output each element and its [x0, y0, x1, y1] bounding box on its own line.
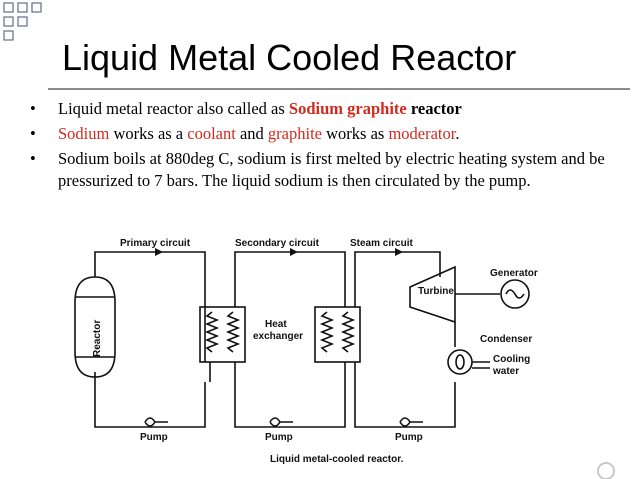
- bullet-text-run: and: [235, 124, 268, 143]
- bullet-text-run: Liquid metal reactor also called as: [58, 99, 289, 118]
- condenser: [447, 349, 473, 375]
- water-label: water: [492, 366, 519, 377]
- bullet-text-run: reactor: [406, 99, 462, 118]
- bullet-text-run: works as: [321, 124, 389, 143]
- bullet-text-run: moderator: [388, 124, 456, 143]
- primary-circuit-top-pipe: [94, 251, 206, 307]
- secondary-circuit-label: Secondary circuit: [235, 238, 320, 249]
- reactor-diagram: Primary circuit Secondary circuit Steam …: [74, 238, 538, 465]
- bullet-list: • Liquid metal reactor also called as Sod…: [30, 98, 620, 195]
- secondary-circuit-bottom-pipe: [234, 362, 346, 428]
- secondary-circuit-top-pipe: [234, 251, 346, 307]
- bullet-text-run: .: [455, 124, 460, 143]
- bullet-text-run: graphite: [267, 124, 322, 143]
- heat-exchanger-2: [314, 306, 361, 363]
- heat-label: Heat: [265, 319, 287, 330]
- primary-circuit-label: Primary circuit: [120, 238, 191, 249]
- pump-2-symbol: [269, 417, 293, 427]
- heat-exchanger-1: [199, 306, 246, 363]
- slide-title: Liquid Metal Cooled Reactor: [62, 37, 517, 78]
- bullet-item: • Sodium boils at 880deg C, sodium is fir…: [30, 148, 620, 192]
- bullet-icon: •: [30, 149, 36, 168]
- watermark-logo: [597, 462, 615, 479]
- pump-3-symbol: [399, 417, 423, 427]
- generator-label: Generator: [490, 268, 538, 279]
- bullet-text-run: Sodium: [58, 124, 110, 143]
- diagram-caption: Liquid metal-cooled reactor.: [270, 454, 404, 465]
- generator: [500, 279, 530, 309]
- cooling-label: Cooling: [493, 354, 530, 365]
- turbine-label: Turbine: [418, 286, 454, 297]
- pump-3-label: Pump: [395, 432, 423, 443]
- bullet-text-run: coolant: [187, 124, 236, 143]
- reactor-vessel: [74, 276, 116, 378]
- corner-squares-decoration: [3, 2, 42, 41]
- pump-1-label: Pump: [140, 432, 168, 443]
- condenser-label: Condenser: [480, 334, 532, 345]
- sine-wave-icon: [505, 289, 525, 299]
- reactor-label: Reactor: [92, 320, 103, 357]
- steam-circuit-label: Steam circuit: [350, 238, 413, 249]
- cooling-coil-icon: [455, 354, 465, 370]
- bullet-icon: •: [30, 124, 36, 143]
- pump-1-symbol: [144, 417, 168, 427]
- steam-circuit-bottom-pipe: [354, 362, 456, 428]
- bullet-text-run: Sodium boils at 880deg C, sodium is firs…: [58, 149, 605, 190]
- pump-2-label: Pump: [265, 432, 293, 443]
- bullet-item: •Sodium works as a coolant and graphite …: [30, 123, 620, 145]
- bullet-text-run: works as a: [109, 124, 188, 143]
- exchanger-label: exchanger: [253, 331, 303, 342]
- bullet-icon: •: [30, 99, 36, 118]
- title-divider: [48, 88, 630, 90]
- bullet-item: • Liquid metal reactor also called as Sod…: [30, 98, 620, 120]
- bullet-text-run: Sodium graphite: [288, 99, 407, 118]
- primary-circuit-bottom-pipe: [94, 372, 206, 428]
